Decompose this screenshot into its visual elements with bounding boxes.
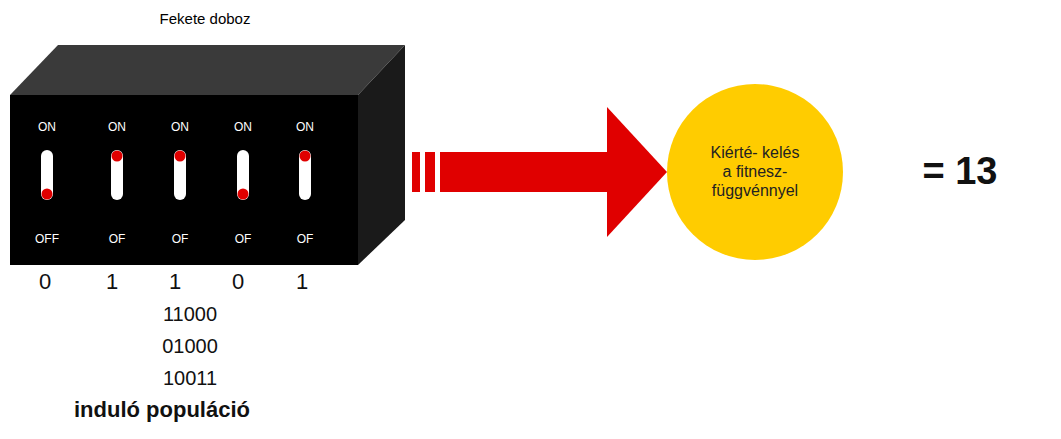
- switch-knob: [238, 189, 249, 200]
- box-side-face: [358, 45, 405, 265]
- switch-lever: [299, 150, 311, 200]
- switch-on-label: ON: [38, 120, 56, 134]
- evaluation-circle: Kiérté- kelés a fitnesz- függvénnyel: [667, 84, 843, 260]
- bit-digit: 1: [296, 269, 308, 295]
- population-caption: induló populáció: [74, 397, 250, 423]
- switch-knob: [175, 151, 186, 162]
- switch-off-label: OF: [109, 232, 126, 246]
- black-box: Fekete dobozON ON ON ON ON OFF OF OF OF OF: [10, 8, 405, 270]
- bit-digit: 1: [106, 269, 118, 295]
- switch-off-label: OF: [172, 232, 189, 246]
- switch-on-label: ON: [171, 120, 189, 134]
- red-arrow: [412, 107, 667, 237]
- black-box-shape: [10, 8, 405, 270]
- switch-off-label: OFF: [35, 232, 59, 246]
- switch-knob: [112, 151, 123, 162]
- box-front-face: [10, 95, 358, 265]
- switch-off-label: OF: [297, 232, 314, 246]
- bit-digit: 0: [232, 269, 244, 295]
- fitness-value: = 13: [922, 149, 997, 195]
- box-title: Fekete doboz: [160, 10, 251, 28]
- switch-on-label: ON: [108, 120, 126, 134]
- switch-knob: [300, 151, 311, 162]
- switch-on-label: ON: [234, 120, 252, 134]
- switch-lever: [174, 150, 186, 200]
- bit-digit: 1: [169, 269, 181, 295]
- bit-digit: 0: [39, 269, 51, 295]
- switch-lever: [111, 150, 123, 200]
- population-member: 11000: [163, 302, 217, 326]
- switch-knob: [42, 189, 53, 200]
- population-member: 01000: [162, 334, 218, 358]
- population-member: 10011: [163, 366, 217, 390]
- switch-lever: [41, 150, 53, 200]
- circle-fill: [667, 84, 843, 260]
- circle-text: Kiérté- kelés a fitnesz- függvénnyel: [705, 143, 805, 201]
- box-top-face: [10, 45, 405, 95]
- switch-off-label: OF: [235, 232, 252, 246]
- switch-on-label: ON: [296, 120, 314, 134]
- switch-lever: [237, 150, 249, 200]
